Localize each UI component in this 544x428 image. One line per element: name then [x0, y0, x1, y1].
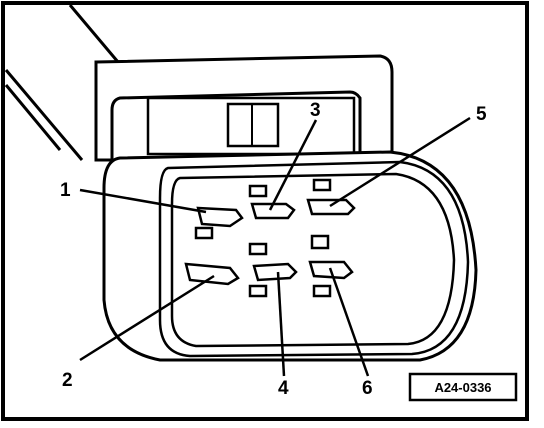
leader-lines: [79, 116, 471, 377]
connector-housing: [102, 150, 478, 362]
pin-4: [252, 262, 298, 282]
rear-housing: [94, 54, 394, 162]
cable-lines: [4, 4, 120, 161]
pin-3: [250, 202, 296, 220]
contact-slots: [194, 178, 332, 298]
reference-code: A24-0336: [434, 380, 491, 395]
label-pin-5: 5: [476, 104, 487, 125]
pin-1: [196, 206, 244, 228]
label-pin-3: 3: [310, 100, 321, 121]
reference-box: [408, 372, 518, 402]
label-pin-1: 1: [60, 180, 71, 201]
label-pin-2: 2: [62, 370, 73, 391]
label-pin-6: 6: [362, 378, 373, 399]
pin-2: [184, 262, 240, 286]
pin-contacts: [184, 198, 356, 286]
label-pin-4: 4: [278, 378, 289, 399]
pin-5: [306, 198, 356, 216]
